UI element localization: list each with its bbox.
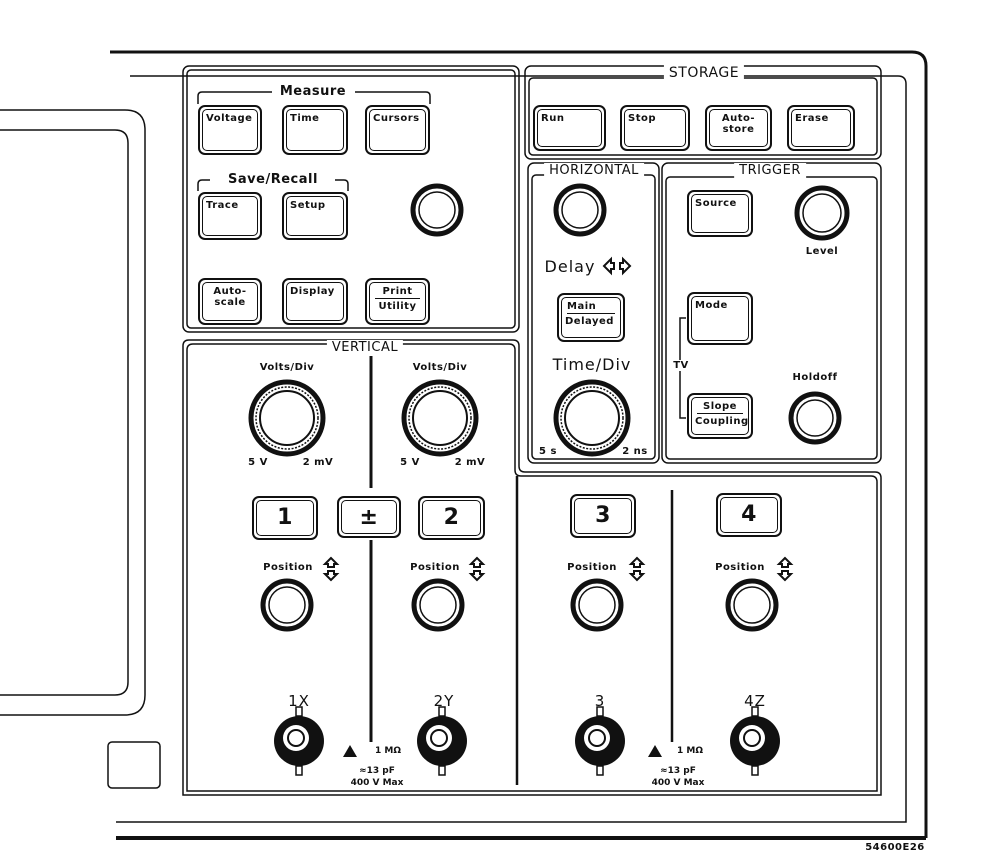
ch3-position-label: Position: [567, 562, 617, 573]
autoscale-label-1: Auto-: [213, 286, 247, 297]
autostore-label-1: Auto-: [721, 113, 756, 124]
storage-title: STORAGE: [663, 65, 745, 81]
autoscale-label-2: scale: [214, 297, 246, 308]
horizontal-title: HORIZONTAL: [544, 163, 644, 178]
voltage-button[interactable]: Voltage: [198, 105, 262, 155]
trace-button[interactable]: Trace: [198, 192, 262, 240]
ch2-input-label: 2Y: [433, 692, 455, 710]
source-button[interactable]: Source: [687, 190, 753, 237]
measure-title: Measure: [274, 84, 352, 99]
ch1-position-label: Position: [263, 562, 313, 573]
ch1-volts-div-knob[interactable]: [248, 379, 326, 457]
ch2-volts-div-knob[interactable]: [401, 379, 479, 457]
channel-4-button[interactable]: 4: [716, 493, 782, 537]
level-label: Level: [805, 246, 839, 257]
ch3-input-label: 3: [594, 692, 606, 710]
ch1-position-arrows-icon: [322, 556, 340, 582]
slope-label: Slope: [697, 401, 743, 414]
ch2-bnc-input[interactable]: [417, 706, 467, 776]
ch4-position-label: Position: [715, 562, 765, 573]
trigger-level-knob[interactable]: [794, 185, 850, 241]
tv-label: TV: [673, 360, 689, 371]
warning-icon: [648, 745, 662, 757]
save-recall-title: Save/Recall: [223, 172, 323, 187]
input-capacitance-label-12: ≈13 pF: [359, 766, 395, 776]
ch2-volts-max-label: 2 mV: [454, 457, 486, 468]
setup-button[interactable]: Setup: [282, 192, 348, 240]
delay-arrows-icon: [602, 256, 632, 276]
time-button[interactable]: Time: [282, 105, 348, 155]
vertical-title: VERTICAL: [326, 340, 404, 355]
stop-button[interactable]: Stop: [620, 105, 690, 151]
math-button[interactable]: ±: [337, 496, 401, 538]
delay-knob[interactable]: [553, 183, 607, 237]
mode-button[interactable]: Mode: [687, 292, 753, 345]
coupling-label: Coupling: [695, 416, 749, 427]
autostore-button[interactable]: Auto-store: [705, 105, 772, 151]
ch1-position-knob[interactable]: [260, 578, 314, 632]
time-div-label: Time/Div: [552, 355, 632, 374]
autostore-label-2: store: [722, 124, 755, 135]
delay-label: Delay: [544, 257, 596, 276]
figure-id: 54600E26: [865, 842, 925, 853]
ch1-bnc-input[interactable]: [274, 706, 324, 776]
ch4-bnc-input[interactable]: [730, 706, 780, 776]
time-div-max-label: 2 ns: [622, 446, 648, 457]
input-impedance-label-34: 1 MΩ: [676, 746, 704, 756]
input-capacitance-label-34: ≈13 pF: [660, 766, 696, 776]
delayed-label: Delayed: [565, 316, 614, 327]
ch3-bnc-input[interactable]: [575, 706, 625, 776]
entry-knob[interactable]: [410, 183, 464, 237]
erase-button[interactable]: Erase: [787, 105, 855, 151]
time-div-knob[interactable]: [553, 379, 631, 457]
holdoff-label: Holdoff: [792, 372, 838, 383]
max-voltage-label-34: 400 V Max: [651, 778, 705, 788]
ch4-position-arrows-icon: [776, 556, 794, 582]
ch2-position-arrows-icon: [468, 556, 486, 582]
cursors-button[interactable]: Cursors: [365, 105, 430, 155]
ch4-input-label: 4Z: [744, 692, 766, 710]
ch2-volts-div-label: Volts/Div: [412, 362, 468, 373]
ch4-position-knob[interactable]: [725, 578, 779, 632]
print-label: Print: [375, 286, 420, 299]
main-label: Main: [567, 301, 615, 314]
ch1-volts-max-label: 2 mV: [302, 457, 334, 468]
ch3-position-arrows-icon: [628, 556, 646, 582]
max-voltage-label-12: 400 V Max: [350, 778, 404, 788]
display-button[interactable]: Display: [282, 278, 348, 325]
autoscale-button[interactable]: Auto-scale: [198, 278, 262, 325]
input-impedance-label-12: 1 MΩ: [374, 746, 402, 756]
ch2-position-label: Position: [410, 562, 460, 573]
ch3-position-knob[interactable]: [570, 578, 624, 632]
channel-2-button[interactable]: 2: [418, 496, 485, 540]
trigger-title: TRIGGER: [734, 163, 806, 178]
time-div-min-label: 5 s: [539, 446, 557, 457]
holdoff-knob[interactable]: [788, 391, 842, 445]
ch1-volts-div-label: Volts/Div: [259, 362, 315, 373]
channel-1-button[interactable]: 1: [252, 496, 318, 540]
ch1-volts-min-label: 5 V: [248, 457, 268, 468]
run-button[interactable]: Run: [533, 105, 606, 151]
channel-3-button[interactable]: 3: [570, 494, 636, 538]
warning-icon: [343, 745, 357, 757]
ch1-input-label: 1X: [288, 692, 310, 710]
ch2-position-knob[interactable]: [411, 578, 465, 632]
utility-label: Utility: [378, 301, 417, 312]
ch2-volts-min-label: 5 V: [400, 457, 420, 468]
